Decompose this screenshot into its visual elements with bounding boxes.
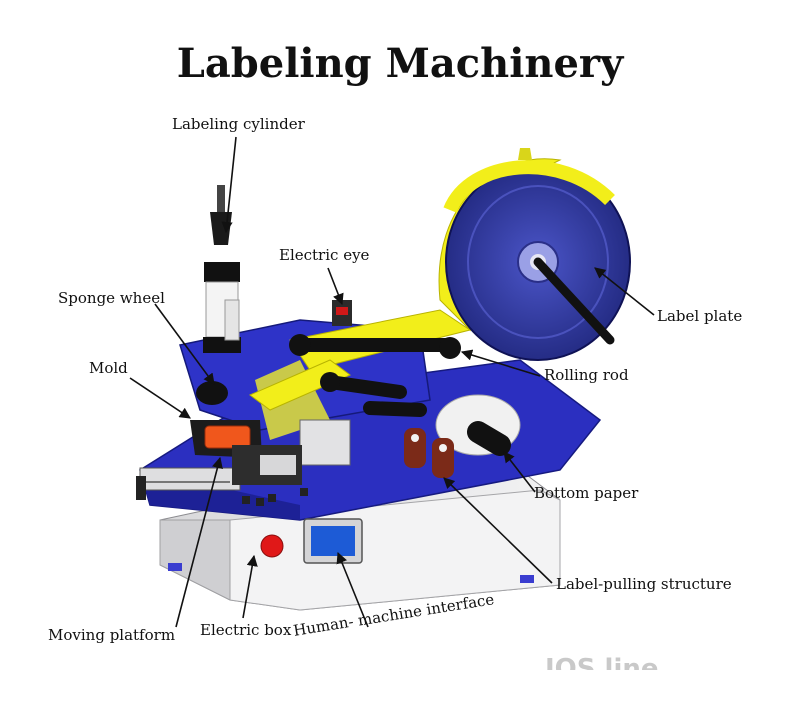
label-labeling-cylinder: Labeling cylinder — [172, 115, 305, 133]
watermark-logo: IOS line — [545, 654, 659, 670]
small-knobs — [242, 488, 308, 506]
rolling-rods — [289, 334, 461, 417]
label-label-pulling-structure: Label-pulling structure — [556, 575, 732, 593]
labeling-cylinder — [203, 185, 241, 353]
label-moving-platform: Moving platform — [48, 626, 176, 644]
sponge-wheel — [196, 381, 228, 405]
label-plate-reel — [443, 160, 631, 361]
electric-eye-sensor — [332, 300, 352, 326]
controller-block — [232, 419, 351, 485]
label-sponge-wheel: Sponge wheel — [58, 289, 165, 307]
hmi-screen — [303, 518, 363, 564]
label-rolling-rod: Rolling rod — [544, 366, 629, 384]
label-label-plate: Label plate — [657, 307, 743, 325]
label-mold: Mold — [89, 359, 128, 377]
label-electric-eye: Electric eye — [279, 246, 370, 264]
label-electric-box: Electric box — [200, 621, 292, 639]
bottom-paper-roll — [435, 394, 521, 456]
leader-lines — [129, 136, 655, 628]
label-pulling-structure — [404, 428, 454, 478]
label-bottom-paper: Bottom paper — [534, 484, 639, 502]
diagram-title: Labeling Machinery — [176, 40, 624, 87]
red-power-button — [260, 534, 284, 558]
